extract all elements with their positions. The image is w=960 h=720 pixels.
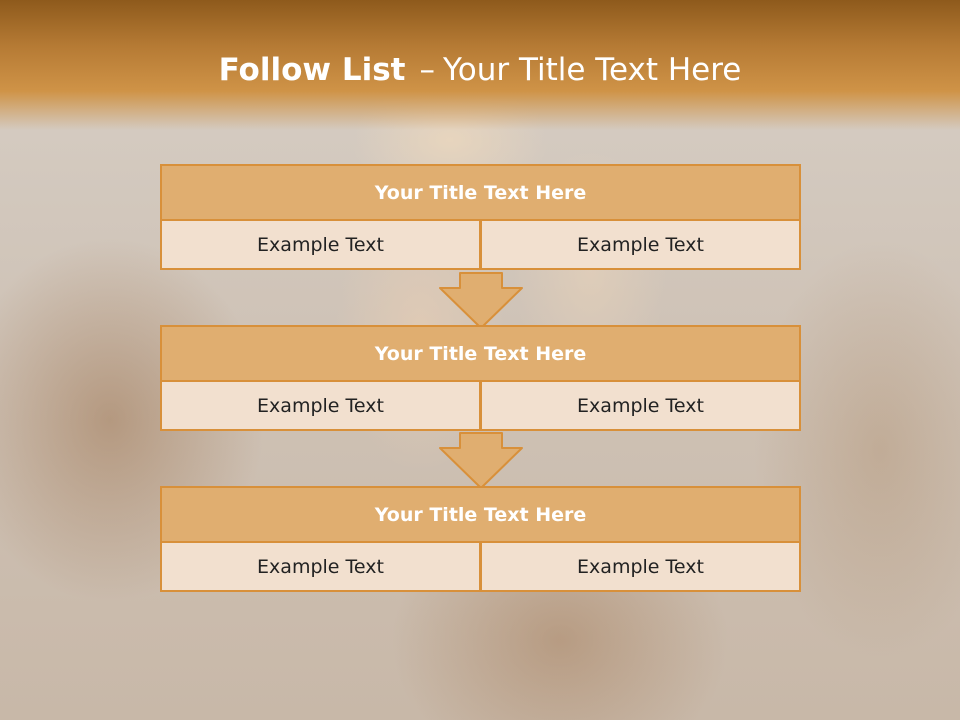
step-title[interactable]: Your Title Text Here bbox=[160, 164, 801, 221]
step-title[interactable]: Your Title Text Here bbox=[160, 325, 801, 382]
header-band bbox=[0, 0, 960, 130]
step-title[interactable]: Your Title Text Here bbox=[160, 486, 801, 543]
step-cell-right[interactable]: Example Text bbox=[480, 382, 801, 431]
title-rest: Your Title Text Here bbox=[442, 52, 742, 88]
title-dash: – bbox=[419, 52, 435, 88]
slide-title: Follow List–Your Title Text Here bbox=[0, 52, 960, 88]
step-cell-left[interactable]: Example Text bbox=[160, 221, 481, 270]
step-cell-right[interactable]: Example Text bbox=[480, 221, 801, 270]
step-box-1: Your Title Text Here Example Text Exampl… bbox=[160, 164, 801, 270]
step-cell-left[interactable]: Example Text bbox=[160, 543, 481, 592]
down-arrow-icon bbox=[438, 272, 524, 330]
step-cell-right[interactable]: Example Text bbox=[480, 543, 801, 592]
title-bold: Follow List bbox=[218, 52, 406, 88]
step-box-3: Your Title Text Here Example Text Exampl… bbox=[160, 486, 801, 592]
down-arrow-icon bbox=[438, 432, 524, 490]
step-cell-left[interactable]: Example Text bbox=[160, 382, 481, 431]
step-box-2: Your Title Text Here Example Text Exampl… bbox=[160, 325, 801, 431]
